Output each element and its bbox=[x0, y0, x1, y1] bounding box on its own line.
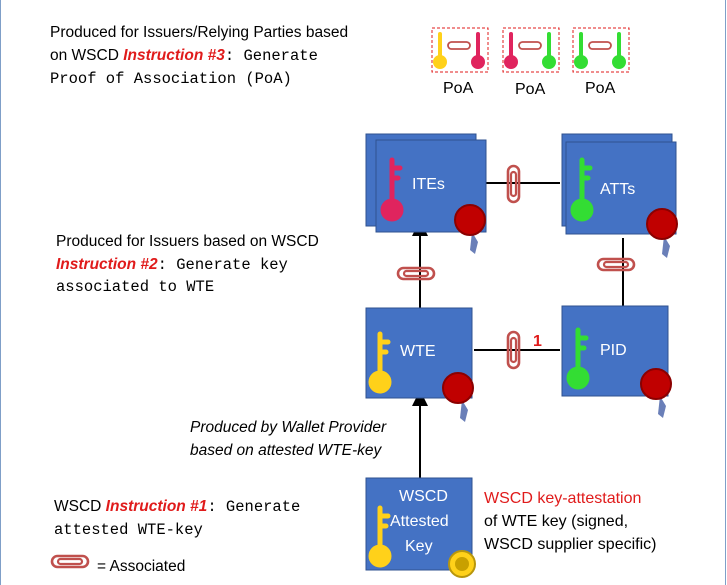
top-note-suffix: : Generate bbox=[224, 47, 318, 65]
frame-border-left bbox=[0, 0, 1, 585]
legend-paperclip-icon bbox=[50, 554, 90, 569]
top-note-prefix: on WSCD bbox=[50, 47, 124, 64]
paperclip-wte-ites bbox=[396, 266, 436, 281]
link-number-label: 1 bbox=[533, 333, 542, 350]
legend-label: = Associated bbox=[97, 558, 186, 575]
bottom-note-suffix: : Generate bbox=[207, 498, 301, 516]
wscd-label-line2: Attested bbox=[390, 513, 449, 530]
top-note-line2: on WSCD Instruction #3: Generate bbox=[50, 45, 318, 67]
mid-note-line2: Instruction #2: Generate key bbox=[56, 254, 288, 276]
bottom-note-line1: WSCD Instruction #1: Generate bbox=[54, 496, 300, 518]
wte-seal-icon bbox=[442, 372, 474, 422]
instruction-1-label: Instruction #1 bbox=[105, 498, 208, 515]
poa-icon-3 bbox=[572, 27, 630, 73]
mid-note-line3: associated to WTE bbox=[56, 278, 215, 296]
poa-icon-2 bbox=[502, 27, 560, 73]
frame-border-right bbox=[725, 0, 726, 585]
mid-note-line1: Produced for Issuers based on WSCD bbox=[56, 233, 319, 250]
wscd-label-line3: Key bbox=[405, 538, 433, 555]
wte-label: WTE bbox=[400, 343, 436, 360]
wte-key-icon bbox=[368, 331, 392, 394]
bottom-note-line2: attested WTE-key bbox=[54, 521, 203, 539]
top-note-line3: Proof of Association (PoA) bbox=[50, 70, 292, 88]
instruction-3-label: Instruction #3 bbox=[123, 47, 225, 64]
ites-label: ITEs bbox=[412, 176, 445, 193]
poa-icon-1 bbox=[431, 27, 489, 73]
wallet-note-line1: Produced by Wallet Provider bbox=[190, 419, 387, 436]
attestation-title: WSCD key-attestation bbox=[484, 490, 642, 507]
pid-label: PID bbox=[600, 342, 627, 359]
atts-label: ATTs bbox=[600, 181, 636, 198]
poa-label-1: PoA bbox=[443, 80, 474, 97]
wscd-key-icon bbox=[368, 505, 392, 568]
paperclip-atts-pid bbox=[596, 257, 636, 272]
ites-seal-icon bbox=[454, 204, 486, 254]
attestation-line3: WSCD supplier specific) bbox=[484, 536, 657, 553]
ites-key-icon bbox=[380, 157, 404, 222]
atts-seal-icon bbox=[646, 208, 678, 258]
instruction-2-label: Instruction #2 bbox=[56, 256, 158, 273]
wallet-note-line2: based on attested WTE-key bbox=[190, 442, 382, 459]
bottom-note-prefix: WSCD bbox=[54, 498, 106, 515]
pid-seal-icon bbox=[640, 368, 672, 418]
poa-label-3: PoA bbox=[585, 80, 616, 97]
attestation-line2: of WTE key (signed, bbox=[484, 513, 629, 530]
poa-label-2: PoA bbox=[515, 81, 546, 98]
wscd-seal-icon bbox=[448, 550, 476, 578]
pid-key-icon bbox=[566, 327, 590, 390]
atts-key-icon bbox=[570, 157, 594, 222]
wscd-label-line1: WSCD bbox=[399, 488, 448, 505]
top-note-line1: Produced for Issuers/Relying Parties bas… bbox=[50, 24, 349, 41]
mid-note-suffix: : Generate key bbox=[157, 256, 288, 274]
